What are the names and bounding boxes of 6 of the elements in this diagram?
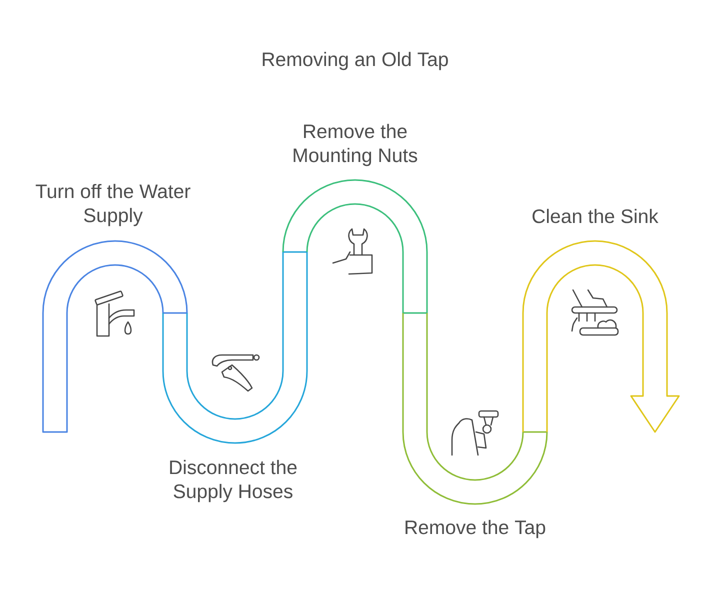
step-label: Remove the Tap — [406, 520, 546, 538]
step-label: Disconnect the Supply Hoses — [170, 460, 297, 502]
step-label: Clean the Sink — [532, 208, 658, 224]
step-label: Turn off the Water Supply — [36, 184, 190, 226]
title: Removing an Old Tap — [262, 52, 448, 70]
step-label: Remove the Mounting Nuts — [294, 124, 418, 166]
